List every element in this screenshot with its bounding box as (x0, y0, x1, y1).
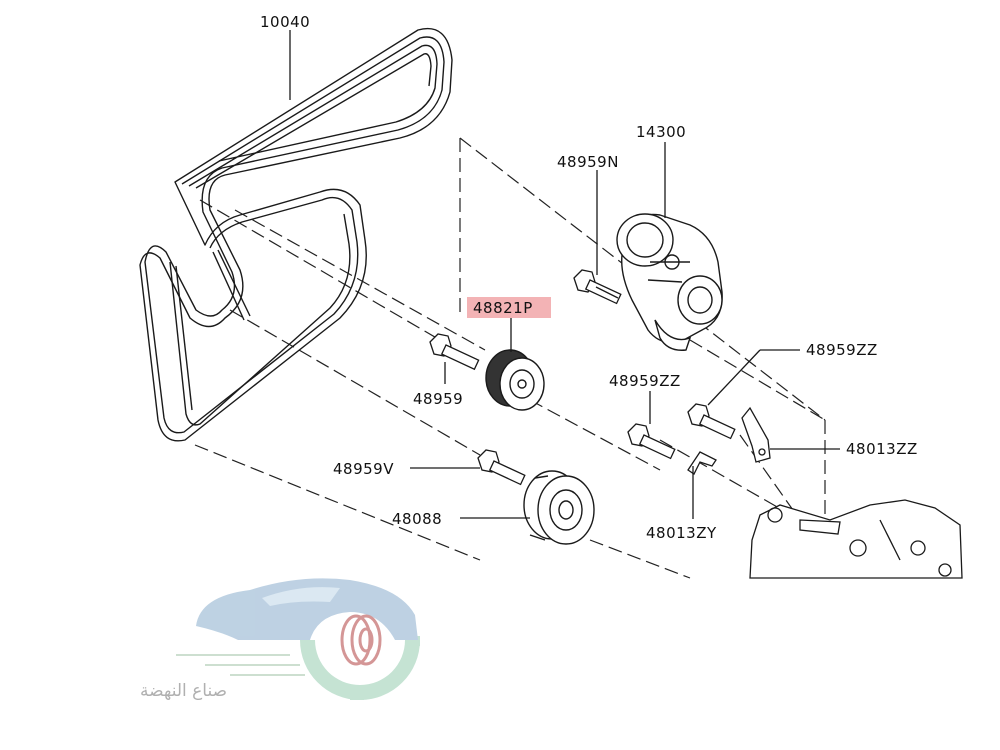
label-10040[interactable]: 10040 (260, 13, 310, 31)
label-48959ZZ-middle[interactable]: 48959ZZ (609, 372, 681, 390)
gear-icon (300, 636, 420, 700)
label-48959[interactable]: 48959 (413, 390, 463, 408)
label-48959N[interactable]: 48959N (557, 153, 619, 171)
leader-lines (289, 30, 840, 519)
label-48088[interactable]: 48088 (392, 510, 442, 528)
label-48013ZY[interactable]: 48013ZY (646, 524, 717, 542)
bolt-48959N (573, 269, 622, 305)
watermark-text: صناع النهضة (140, 681, 227, 701)
belt-tensioner (616, 213, 723, 351)
engine-block (749, 499, 963, 579)
idler-pulley (485, 349, 545, 411)
part-highlight (467, 297, 551, 318)
bracket-48013ZY (687, 451, 717, 475)
bolt-48959V (477, 449, 526, 486)
car-icon (196, 578, 418, 640)
lower-pulley (523, 470, 595, 545)
label-48959V[interactable]: 48959V (333, 460, 394, 478)
bolt-48959 (429, 333, 480, 371)
tire-icon (340, 614, 382, 666)
label-48959ZZ-upper[interactable]: 48959ZZ (806, 341, 878, 359)
part-labels: 10040 14300 48959N 48821P 48959 48959ZZ … (260, 13, 918, 542)
bolt-48959ZZ-upper (687, 403, 736, 440)
bracket-48013ZZ (741, 406, 771, 463)
serpentine-belt (139, 28, 453, 442)
speed-lines (176, 654, 305, 676)
watermark-logo: صناع النهضة (140, 578, 420, 701)
bolt-48959ZZ-middle (627, 423, 676, 460)
assembly-guide-lines (194, 137, 826, 579)
label-14300[interactable]: 14300 (636, 123, 686, 141)
label-48821P[interactable]: 48821P (473, 299, 533, 317)
label-48013ZZ[interactable]: 48013ZZ (846, 440, 918, 458)
